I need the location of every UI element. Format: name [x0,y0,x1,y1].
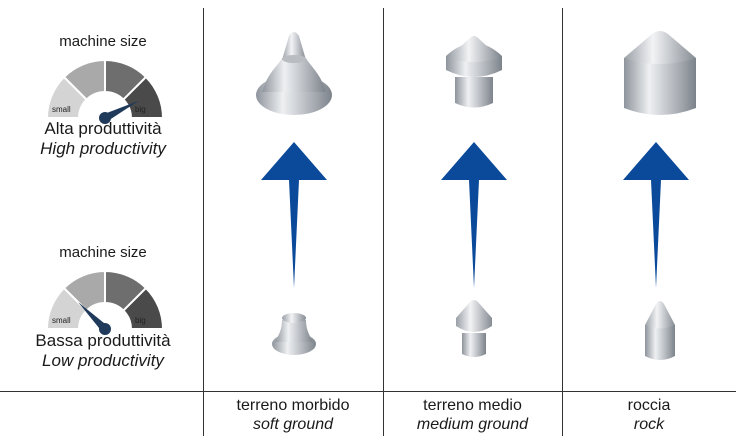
column-divider-1 [203,8,204,436]
gauge-high-max-label: big [135,105,146,114]
low-productivity-label-en: Low productivity [42,351,164,370]
column-divider-3 [562,8,563,436]
gauge-low-max-label: big [135,316,146,325]
medium-ground-small-bit-icon [456,300,492,357]
gauge-high-needle [103,100,139,122]
gauge-low-icon [45,269,165,335]
footer-divider [0,391,736,392]
low-productivity-label-it: Bassa produttività [35,331,171,350]
arrow-up-icon-rock [623,142,689,288]
rock-small-bit-icon [645,301,675,360]
gauge-high-segment-4 [121,75,165,119]
soft-ground-large-bit-icon [256,32,332,115]
gauge-high-min-label: small [52,105,71,114]
column-label-rock-en: rock [633,416,665,433]
gauge-low-needle-hub [99,323,111,335]
soft-ground-small-bit-icon [272,313,316,355]
gauge-low-min-label: small [52,316,71,325]
arrow-up-icon-medium [441,142,507,288]
gauge-low-segment-4 [121,286,165,330]
column-label-soft-it: terreno morbido [236,397,350,414]
high-productivity-label-en: High productivity [40,139,166,158]
column-divider-2 [383,8,384,436]
column-label-rock-it: roccia [627,397,671,414]
gauge-low-title: machine size [59,244,147,261]
gauge-high-title: machine size [59,33,147,50]
gauge-high-needle-hub [99,112,111,124]
arrow-up-icon-soft [261,142,327,288]
medium-ground-large-bit-icon [446,36,502,108]
gauge-low-needle [78,302,108,332]
column-label-medium-en: medium ground [416,416,529,433]
column-label-soft-en: soft ground [252,416,334,433]
column-label-medium-it: terreno medio [423,397,522,414]
bits-and-arrows [256,31,696,360]
rock-large-bit-icon [624,31,696,115]
gauge-high-icon [45,58,165,124]
high-productivity-label-it: Alta produttività [44,119,162,138]
